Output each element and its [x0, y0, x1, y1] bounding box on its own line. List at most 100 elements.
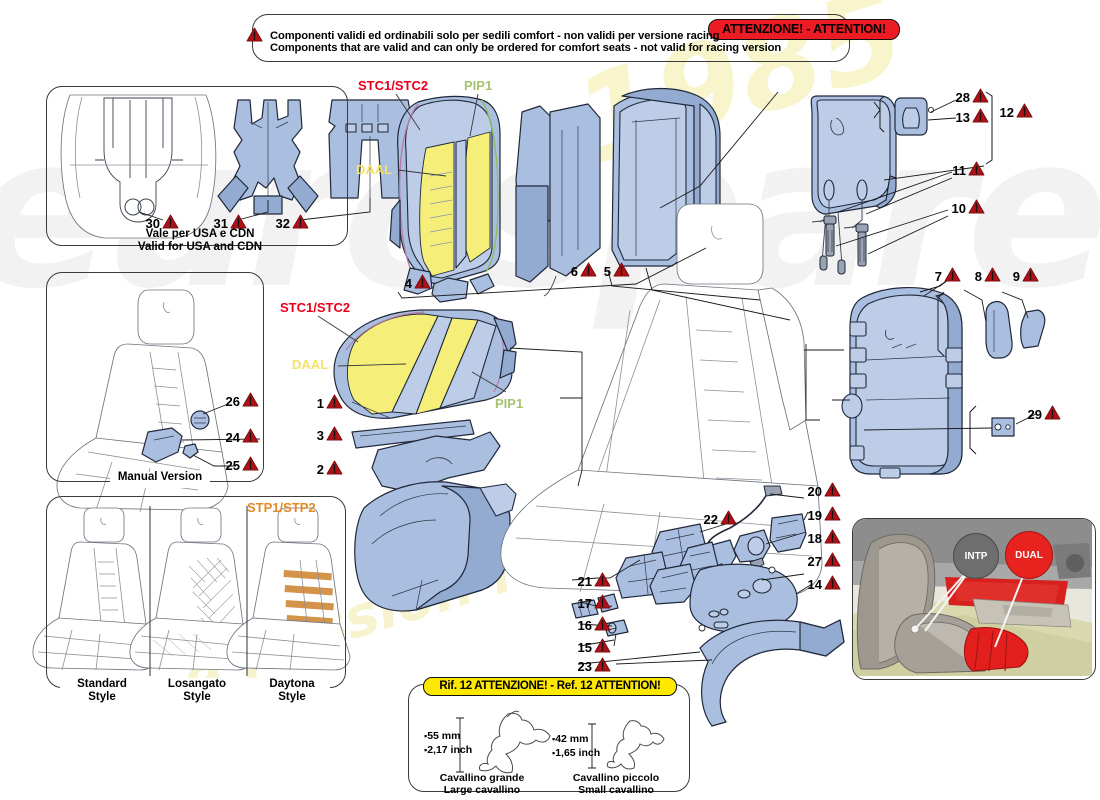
cavallino-large-mm-text: 55 mm [427, 730, 461, 742]
code-label-pip-backrest: PIP1 [464, 78, 493, 93]
warn-icon-19 [824, 506, 841, 521]
callout-num-32: 32 [275, 216, 290, 231]
attention-pill-label: ATTENZIONE! - ATTENTION! [708, 19, 900, 40]
cavallino-large-mm: ▪55 mm [424, 730, 461, 742]
callout-num-31: 31 [213, 216, 228, 231]
callout-num-30: 30 [145, 216, 160, 231]
back-panel-art [841, 279, 1046, 479]
callout-num-21: 21 [577, 574, 592, 589]
inset-photo-panel: INTP DUAL [852, 518, 1096, 680]
usa-cdn-panel [46, 86, 348, 246]
style-0-label-line2: Style [88, 691, 116, 703]
callout-num-27: 27 [807, 554, 822, 569]
callout-num-8: 8 [974, 269, 982, 284]
callout-num-2: 2 [316, 462, 324, 477]
warn-icon-23 [594, 657, 611, 672]
cavallino-large-inch: ▪2,17 inch [424, 744, 473, 756]
warn-icon-28 [972, 88, 989, 103]
warn-icon-11 [968, 161, 985, 176]
warn-icon-27 [824, 552, 841, 567]
style-0-label-line1: Standard [77, 678, 127, 690]
warn-icon-22 [720, 510, 737, 525]
usa-caption-it: Vale per USA e CDN [145, 228, 255, 240]
code-label-stc-backrest: STC1/STC2 [358, 78, 429, 93]
style-1-label-line1: Losangato [167, 678, 227, 690]
warn-icon-7 [944, 267, 961, 282]
warn-icon-18 [824, 529, 841, 544]
callout-num-10: 10 [951, 201, 966, 216]
callout-num-5: 5 [603, 264, 611, 279]
attention-text-en: Components that are valid and can only b… [270, 42, 782, 54]
cavallino-small-name-en: Small cavallino [578, 784, 654, 796]
cushion-cover-art [333, 309, 517, 612]
callout-num-3: 3 [316, 428, 324, 443]
cavallino-small-inch-text: 1,65 inch [555, 747, 601, 759]
rif12-panel: Rif. 12 ATTENZIONE! - Ref. 12 ATTENTION! [408, 677, 690, 792]
callout-num-23: 23 [577, 659, 592, 674]
callout-num-13: 13 [955, 110, 970, 125]
usa-caption-en: Valid for USA and CDN [137, 241, 263, 253]
warn-icon-8 [984, 267, 1001, 282]
cavallino-small-mm: ▪42 mm [552, 733, 589, 745]
code-label-stc-cushion: STC1/STC2 [280, 300, 351, 315]
styles-caption-gap [60, 678, 330, 694]
code-label-daal-cushion: DAAL [292, 357, 329, 372]
inset-chip-dual: DUAL [1005, 531, 1053, 579]
code-label-pip-cushion: PIP1 [495, 396, 524, 411]
callout-num-25: 25 [225, 458, 240, 473]
warn-icon-5 [613, 262, 630, 277]
cavallino-large-inch-text: 2,17 inch [427, 744, 473, 756]
callout-num-11: 11 [952, 163, 966, 178]
callout-num-1: 1 [316, 396, 324, 411]
warn-icon-17 [594, 594, 611, 609]
callout-num-14: 14 [807, 577, 822, 592]
callout-num-16: 16 [577, 618, 592, 633]
warn-icon-2 [326, 460, 343, 475]
warn-icon-10 [968, 199, 985, 214]
manual-caption: Manual Version [117, 471, 203, 483]
code-label-daal-backrest: DAAL [356, 162, 393, 177]
callout-num-7: 7 [934, 269, 942, 284]
style-2-label-line2: Style [278, 691, 306, 703]
seat-styles-panel [46, 496, 346, 688]
warn-icon-13 [972, 108, 989, 123]
cavallino-small-inch: ▪1,65 inch [552, 747, 601, 759]
warn-icon-9 [1022, 267, 1039, 282]
backrest-cover-art [389, 87, 721, 303]
assembly-leaders [397, 91, 850, 487]
center-ghost-seat-art [500, 203, 823, 597]
callout-num-17: 17 [577, 596, 592, 611]
style-1-label-line2: Style [183, 691, 211, 703]
callout-num-26: 26 [225, 394, 240, 409]
manual-caption-gap [110, 472, 210, 488]
style-2-label-line1: Daytona [269, 678, 315, 690]
callout-num-4: 4 [404, 276, 412, 291]
manual-version-panel [46, 272, 264, 482]
callout-num-24: 24 [225, 430, 240, 445]
warn-icon-29 [1044, 405, 1061, 420]
cavallino-small-name-it: Cavallino piccolo [572, 772, 660, 784]
callout-num-19: 19 [807, 508, 822, 523]
cavallino-small-mm-text: 42 mm [555, 733, 589, 745]
warn-icon-1 [326, 394, 343, 409]
rif12-pill-label: Rif. 12 ATTENZIONE! - Ref. 12 ATTENTION! [423, 677, 677, 696]
callout-num-12: 12 [999, 105, 1014, 120]
code-label-stp-daytona: STP1/STP2 [247, 500, 316, 515]
warn-icon-16 [594, 616, 611, 631]
warn-icon-20 [824, 482, 841, 497]
callout-num-15: 15 [577, 640, 592, 655]
callout-num-18: 18 [807, 531, 822, 546]
warn-icon-21 [594, 572, 611, 587]
callout-num-22: 22 [703, 512, 718, 527]
callout-num-20: 20 [807, 484, 822, 499]
callout-num-29: 29 [1027, 407, 1042, 422]
attention-banner: ATTENZIONE! - ATTENTION! [252, 14, 900, 62]
warn-icon-4 [414, 274, 431, 289]
cavallino-large-name-it: Cavallino grande [439, 772, 525, 784]
warn-icon-15 [594, 638, 611, 653]
callout-num-6: 6 [570, 264, 578, 279]
warn-icon-3 [326, 426, 343, 441]
warn-icon-14 [824, 575, 841, 590]
attention-text-it: Componenti validi ed ordinabili solo per… [270, 30, 720, 42]
